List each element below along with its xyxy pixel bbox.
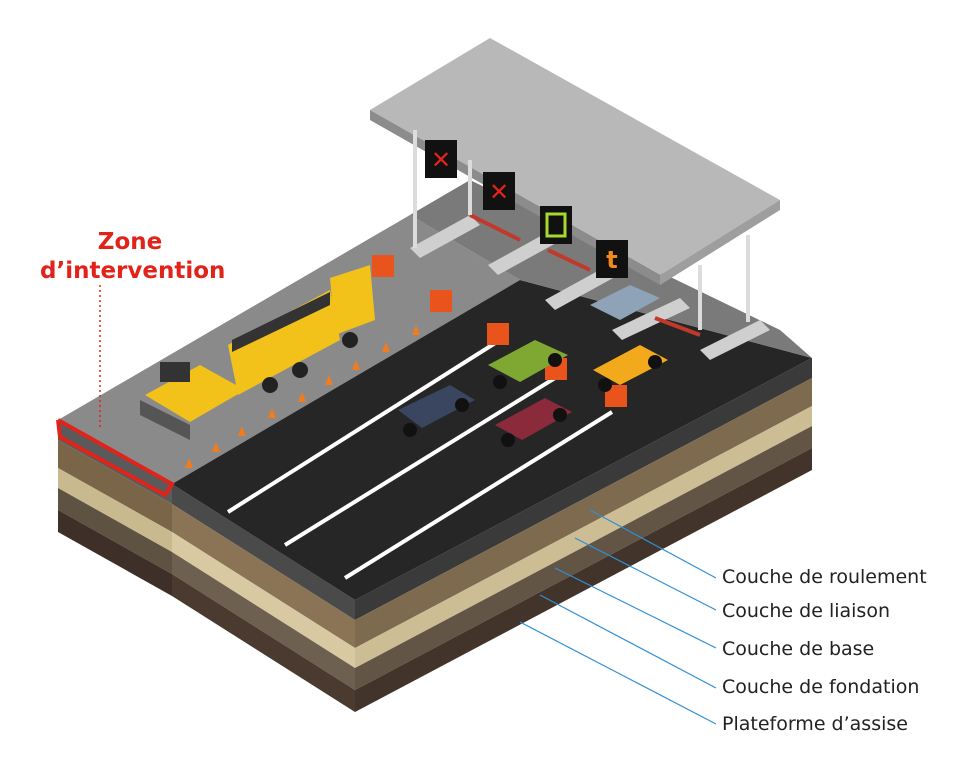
layer-label-liaison: Couche de liaison [722,600,890,622]
svg-text:✕: ✕ [431,146,451,174]
layer-label-fondation: Couche de fondation [722,676,920,698]
layer-stack-front [172,484,355,712]
layer-leader-lines [519,509,717,725]
svg-text:✕: ✕ [489,178,509,206]
car-grey [590,285,660,320]
booth-markers [372,255,627,407]
lane-sign-closed-2: ✕ [483,172,515,210]
car-yellow [593,345,668,392]
intervention-zone-title: Zone d’intervention [40,228,226,286]
layer-stack-right [355,358,812,712]
lane-sign-bus [540,206,572,244]
layer-label-plateforme: Plateforme d’assise [722,713,908,735]
traffic-cones [185,325,420,468]
lane-sign-t: t [596,240,628,278]
asphalt-paver [140,362,245,440]
layer-label-base: Couche de base [722,638,875,660]
lane-sign-closed-1: ✕ [425,140,457,178]
toll-islands [410,215,770,360]
lane-markings [226,338,614,580]
toll-barriers [469,213,701,337]
zone-title-line1: Zone [97,229,163,255]
zone-title-line2: d’intervention [40,258,226,284]
dump-truck [228,265,375,395]
car-blue [398,385,475,437]
intervention-zone-outline [56,418,175,498]
layer-label-roulement: Couche de roulement [722,566,927,588]
svg-text:t: t [606,246,617,274]
car-green [488,340,568,389]
car-red [495,398,572,447]
